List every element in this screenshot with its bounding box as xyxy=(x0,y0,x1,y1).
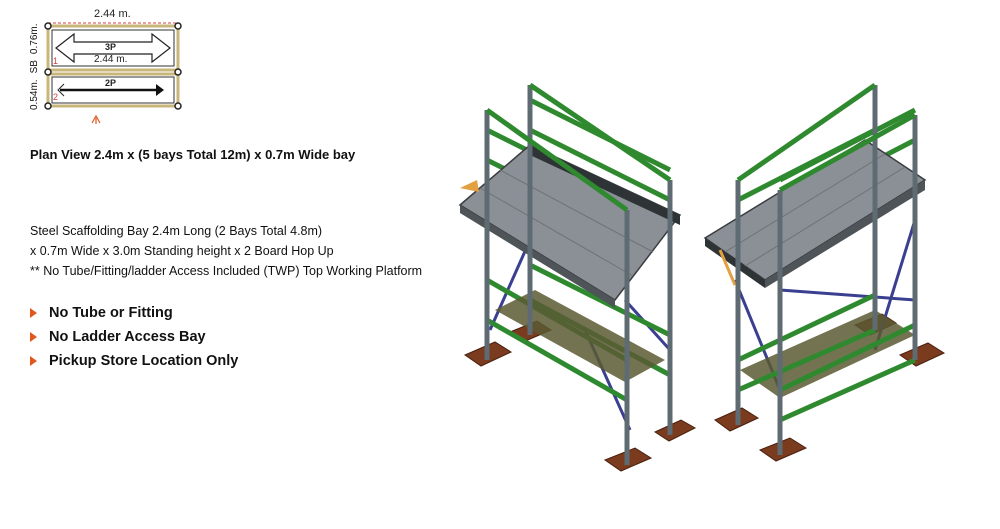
feature-item: No Tube or Fitting xyxy=(30,301,238,325)
bay-3-label: 3P xyxy=(105,42,117,52)
standards xyxy=(484,85,673,465)
feature-label: No Tube or Fitting xyxy=(49,305,173,321)
bay-2-number: 2 xyxy=(53,92,59,102)
lower-boards xyxy=(495,290,665,382)
bay-1-span-arrow xyxy=(55,32,171,64)
triangle-bullet-icon xyxy=(30,332,37,342)
feature-label: Pickup Store Location Only xyxy=(49,353,239,369)
left-dimension-labels: 0.54m. SB 0.76m. xyxy=(29,24,40,111)
bay-1-number: 1 xyxy=(53,56,59,66)
bay-1-frame xyxy=(46,24,180,72)
feature-list: No Tube or Fitting No Ladder Access Bay … xyxy=(30,301,238,373)
plan-view-diagram: 2.44 m. 3P 2.44 m. 2P 1 2 0.54m. SB 0.76… xyxy=(28,4,188,124)
triangle-bullet-icon xyxy=(30,356,37,366)
description-line-1: Steel Scaffolding Bay 2.4m Long (2 Bays … xyxy=(30,224,323,238)
feature-label: No Ladder Access Bay xyxy=(49,329,206,345)
bay-2-label: 2P xyxy=(105,78,117,88)
feature-item: Pickup Store Location Only xyxy=(30,349,238,373)
description: Steel Scaffolding Bay 2.4m Long (2 Bays … xyxy=(30,221,422,281)
standards xyxy=(735,85,918,455)
scaffold-illustration-right xyxy=(703,82,946,462)
feature-item: No Ladder Access Bay xyxy=(30,325,238,349)
height-label-a: 0.54m. xyxy=(29,79,40,110)
plan-view-drawing xyxy=(44,22,182,124)
description-line-2: x 0.7m Wide x 3.0m Standing height x 2 B… xyxy=(30,244,334,258)
plan-title: Plan View 2.4m x (5 bays Total 12m) x 0.… xyxy=(30,147,356,162)
triangle-bullet-icon xyxy=(30,308,37,318)
guard-rails xyxy=(736,82,917,193)
sb-label: SB xyxy=(29,60,40,74)
height-label-b: 0.76m. xyxy=(29,23,40,55)
bay-2-frame xyxy=(46,72,180,108)
inner-width-label: 2.44 m. xyxy=(94,54,128,65)
top-width-label: 2.44 m. xyxy=(94,8,131,20)
guard-rails xyxy=(485,82,672,213)
platform-deck xyxy=(703,139,927,288)
description-line-3: ** No Tube/Fitting/ladder Access Include… xyxy=(30,264,423,278)
scaffold-illustration-left xyxy=(458,82,697,472)
